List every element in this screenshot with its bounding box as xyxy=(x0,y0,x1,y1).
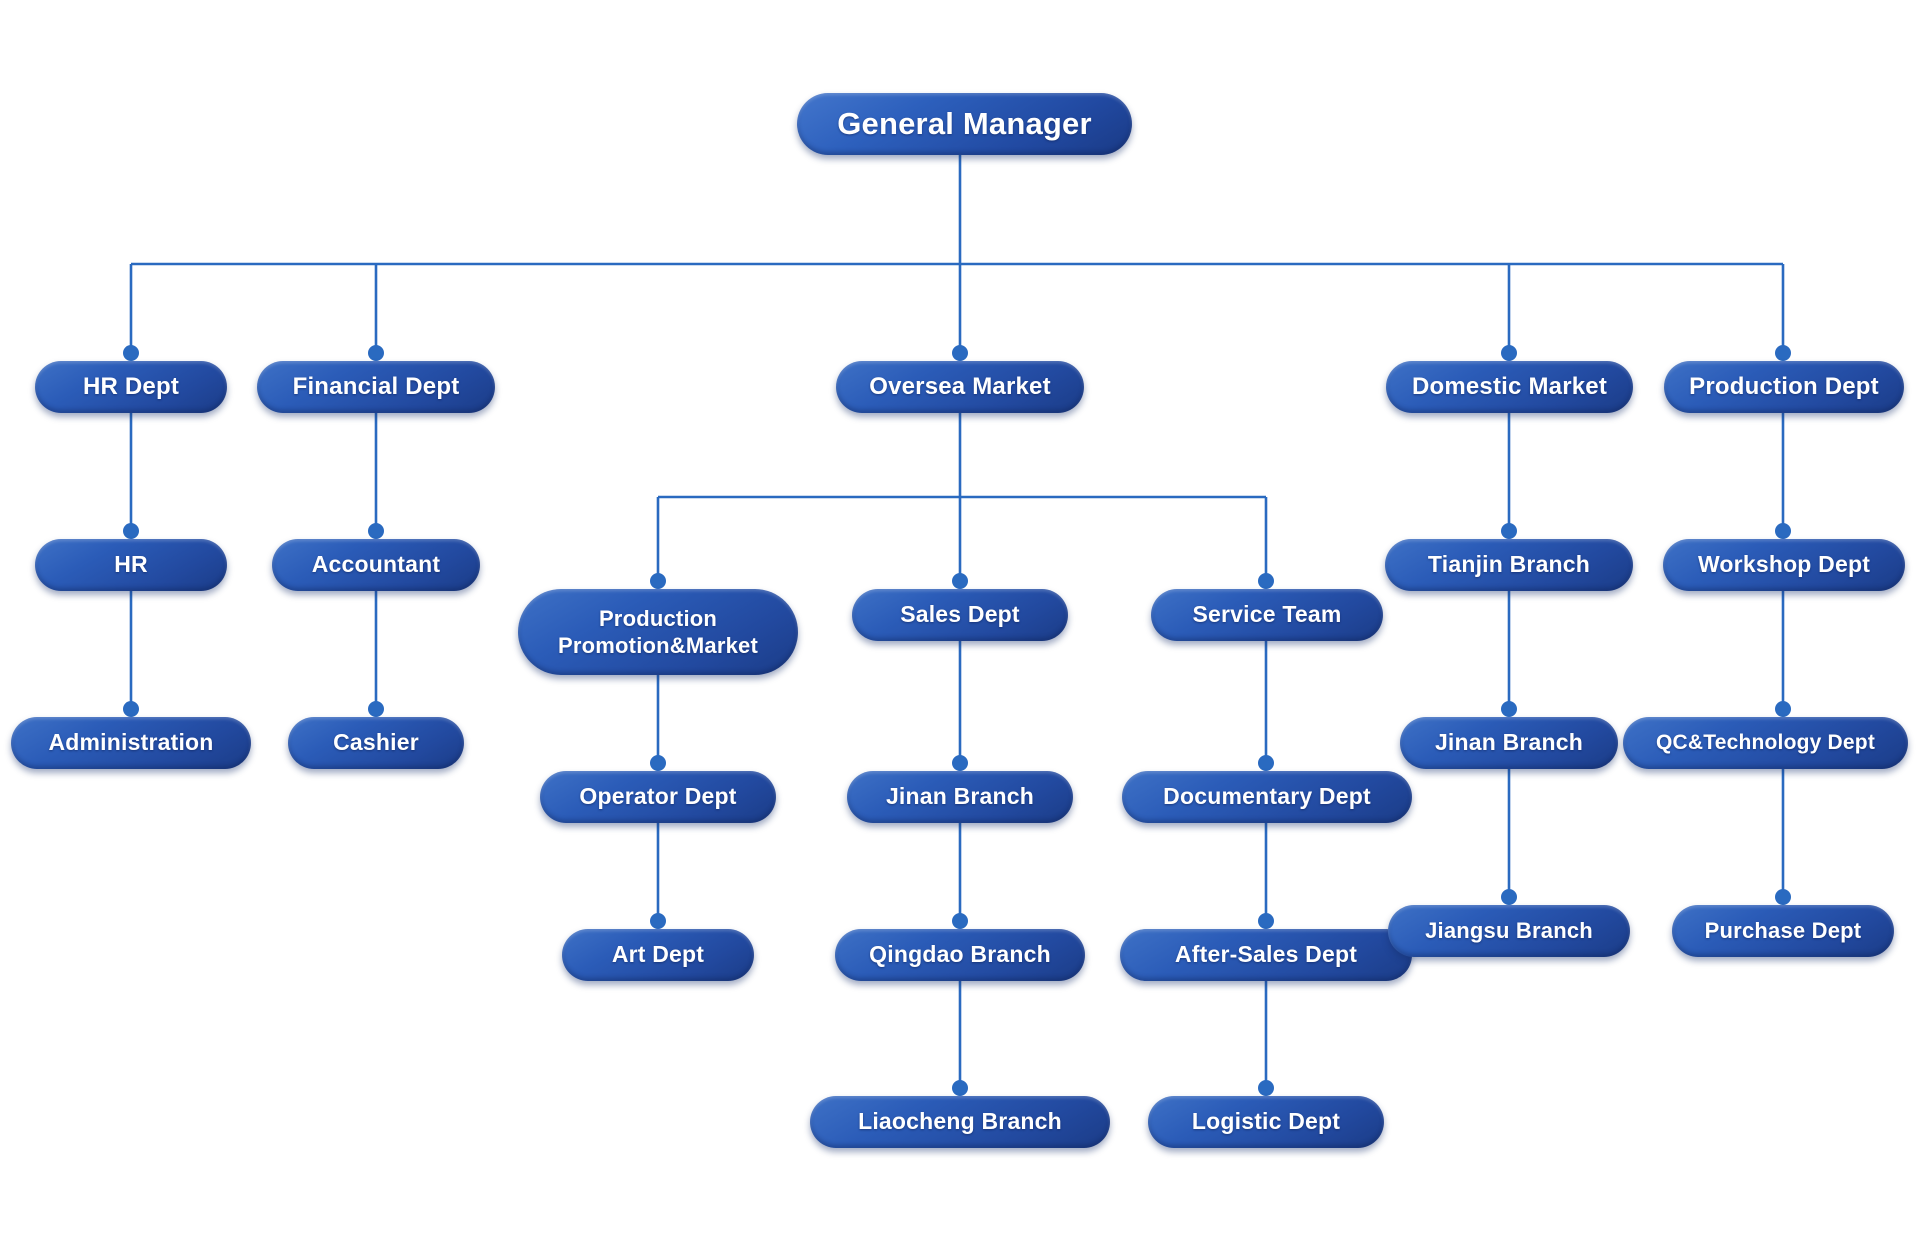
node-label: Qingdao Branch xyxy=(869,941,1051,968)
node-jinan-branch-sales[interactable]: Jinan Branch xyxy=(847,771,1073,823)
node-label: Service Team xyxy=(1192,601,1342,628)
node-label: Administration xyxy=(48,729,214,756)
dot-production-dept xyxy=(1775,345,1791,361)
node-label: Art Dept xyxy=(611,941,705,968)
dot-workshop-dept xyxy=(1775,523,1791,539)
dot-jinan-branch-domestic xyxy=(1501,701,1517,717)
dot-qc-technology-dept xyxy=(1775,701,1791,717)
dot-administration xyxy=(123,701,139,717)
node-documentary-dept[interactable]: Documentary Dept xyxy=(1122,771,1412,823)
node-label-line2: Promotion&Market xyxy=(558,633,758,658)
node-art-dept[interactable]: Art Dept xyxy=(562,929,754,981)
dot-tianjin-branch xyxy=(1501,523,1517,539)
dot-jiangsu-branch xyxy=(1501,889,1517,905)
node-label: Documentary Dept xyxy=(1163,783,1371,810)
node-logistic-dept[interactable]: Logistic Dept xyxy=(1148,1096,1384,1148)
node-label: Jiangsu Branch xyxy=(1425,917,1593,943)
dot-sales-dept xyxy=(952,573,968,589)
node-qc-technology-dept[interactable]: QC&Technology Dept xyxy=(1623,717,1908,769)
dot-documentary-dept xyxy=(1258,755,1274,771)
dot-cashier xyxy=(368,701,384,717)
dot-art-dept xyxy=(650,913,666,929)
node-label: Cashier xyxy=(333,729,419,756)
node-general-manager[interactable]: General Manager xyxy=(797,93,1132,155)
node-cashier[interactable]: Cashier xyxy=(288,717,464,769)
node-oversea-market[interactable]: Oversea Market xyxy=(836,361,1084,413)
dot-qingdao-branch xyxy=(952,913,968,929)
node-label: Liaocheng Branch xyxy=(858,1108,1062,1135)
node-label-line1: Production xyxy=(598,605,718,631)
node-accountant[interactable]: Accountant xyxy=(272,539,480,591)
node-label: Tianjin Branch xyxy=(1427,551,1591,578)
node-production-dept[interactable]: Production Dept xyxy=(1664,361,1904,413)
node-jiangsu-branch[interactable]: Jiangsu Branch xyxy=(1388,905,1630,957)
node-qingdao-branch[interactable]: Qingdao Branch xyxy=(835,929,1085,981)
node-label: Domestic Market xyxy=(1411,372,1608,400)
node-label: QC&Technology Dept xyxy=(1655,731,1876,755)
dot-oversea-market xyxy=(952,345,968,361)
dot-logistic-dept xyxy=(1258,1080,1274,1096)
node-label: Financial Dept xyxy=(292,372,460,400)
dot-operator-dept xyxy=(650,755,666,771)
node-label: Oversea Market xyxy=(869,372,1051,400)
dot-after-sales-dept xyxy=(1258,913,1274,929)
node-label: Logistic Dept xyxy=(1191,1108,1341,1135)
node-financial-dept[interactable]: Financial Dept xyxy=(257,361,495,413)
node-label: After-Sales Dept xyxy=(1174,941,1358,968)
dot-production-promotion xyxy=(650,573,666,589)
node-domestic-market[interactable]: Domestic Market xyxy=(1386,361,1633,413)
dot-domestic-market xyxy=(1501,345,1517,361)
dot-accountant xyxy=(368,523,384,539)
node-tianjin-branch[interactable]: Tianjin Branch xyxy=(1385,539,1633,591)
dot-financial-dept xyxy=(368,345,384,361)
node-label: HR Dept xyxy=(82,372,180,400)
node-jinan-branch-domestic[interactable]: Jinan Branch xyxy=(1400,717,1618,769)
node-label: Operator Dept xyxy=(579,783,737,810)
node-label: Purchase Dept xyxy=(1704,917,1862,943)
node-label: Production Dept xyxy=(1689,372,1879,400)
node-hr[interactable]: HR xyxy=(35,539,227,591)
node-production-promotion-market[interactable]: Production Promotion&Market xyxy=(518,589,798,675)
dot-hr-dept xyxy=(123,345,139,361)
node-label: Accountant xyxy=(311,551,441,578)
node-after-sales-dept[interactable]: After-Sales Dept xyxy=(1120,929,1412,981)
node-liaocheng-branch[interactable]: Liaocheng Branch xyxy=(810,1096,1110,1148)
dot-service-team xyxy=(1258,573,1274,589)
node-label: Sales Dept xyxy=(900,601,1020,628)
node-label: General Manager xyxy=(837,105,1092,141)
node-administration[interactable]: Administration xyxy=(11,717,251,769)
node-label: Workshop Dept xyxy=(1697,551,1871,578)
dot-purchase-dept xyxy=(1775,889,1791,905)
node-workshop-dept[interactable]: Workshop Dept xyxy=(1663,539,1905,591)
node-label: Jinan Branch xyxy=(885,783,1035,810)
node-sales-dept[interactable]: Sales Dept xyxy=(852,589,1068,641)
node-purchase-dept[interactable]: Purchase Dept xyxy=(1672,905,1894,957)
dot-liaocheng-branch xyxy=(952,1080,968,1096)
node-hr-dept[interactable]: HR Dept xyxy=(35,361,227,413)
dot-jinan-branch-sales xyxy=(952,755,968,771)
dot-hr xyxy=(123,523,139,539)
node-label: HR xyxy=(114,551,148,578)
node-label: Jinan Branch xyxy=(1434,729,1584,756)
node-operator-dept[interactable]: Operator Dept xyxy=(540,771,776,823)
node-service-team[interactable]: Service Team xyxy=(1151,589,1383,641)
